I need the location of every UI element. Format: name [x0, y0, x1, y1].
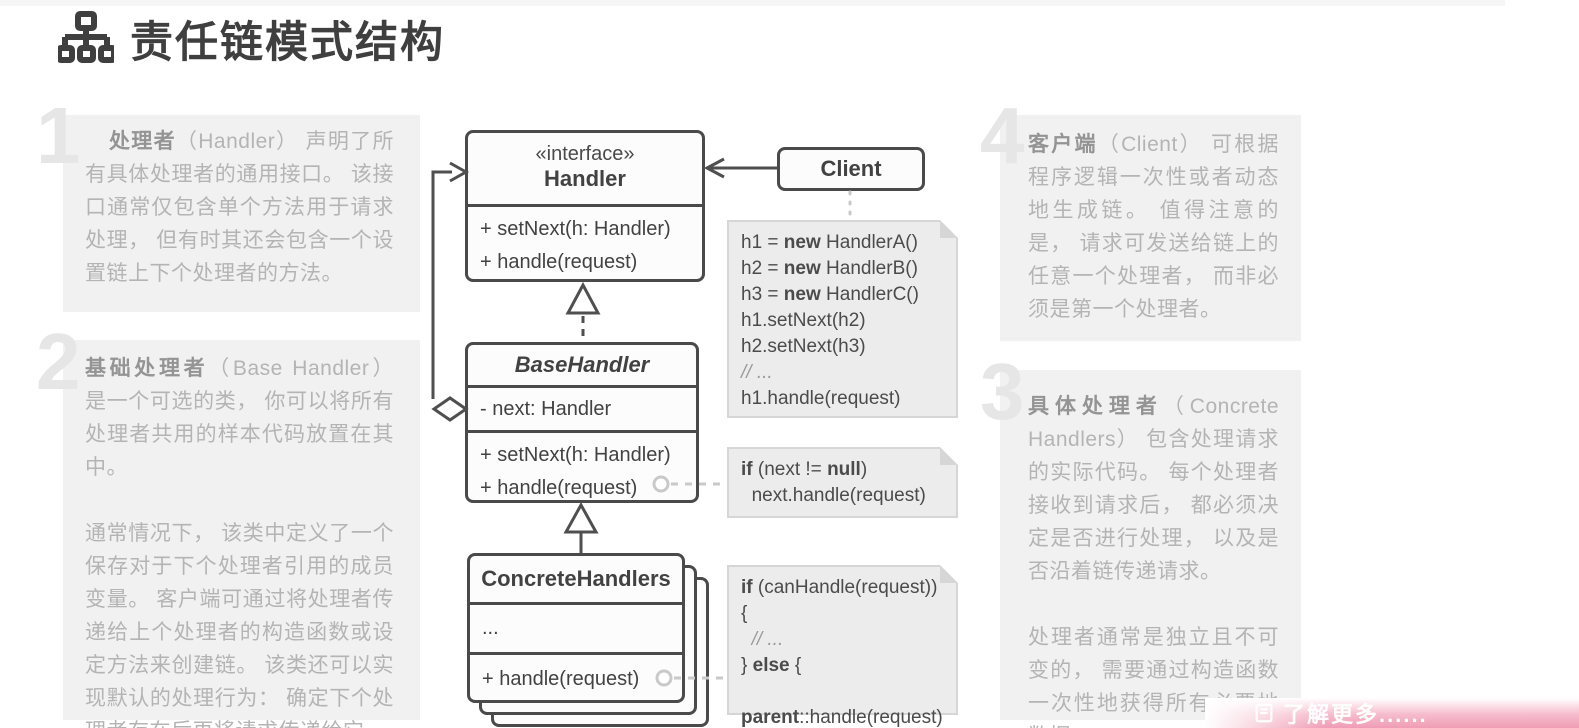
note-client-code: h1 = new HandlerA()h2 = new HandlerB()h3… — [727, 220, 958, 418]
method-handle: + handle(request) — [480, 251, 638, 273]
client-to-handler-arrow — [703, 157, 777, 179]
panel-client-description: 客户端（Client） 可根据程序逻辑一次性或者动态地生成链。 值得注意的是， … — [1000, 115, 1301, 341]
panel-concrete-handlers-description: 具体处理者（Concrete Handlers） 包含处理请求的实际代码。 每个… — [1000, 370, 1301, 728]
class-box-client: Client — [777, 147, 925, 191]
top-strip — [0, 0, 1505, 6]
learn-more-banner[interactable]: 了解更多...... — [1205, 698, 1579, 728]
method-setnext: + setNext(h: Handler) — [480, 444, 671, 466]
field-ellipsis: ... — [470, 605, 682, 655]
step-number-4: 4 — [980, 91, 1025, 180]
sitemap-icon — [58, 11, 114, 63]
aggregation-diamond — [431, 396, 469, 422]
panel-base-handler-description: 基础处理者（Base Handler） 是一个可选的类， 你可以将所有处理者共用… — [63, 340, 420, 728]
method-handle: + handle(request) — [482, 668, 640, 690]
realization-link — [565, 281, 601, 342]
panel-body: （Handler） 声明了所有具体处理者的通用接口。 该接口通常仅包含单个方法用… — [85, 130, 394, 285]
stereotype-label: «interface» — [535, 143, 635, 165]
class-title: «interface» Handler — [468, 133, 702, 207]
step-number-2: 2 — [36, 317, 81, 406]
class-name: BaseHandler — [514, 352, 650, 377]
method-handle: + handle(request) — [480, 477, 638, 499]
learn-more-label: 了解更多...... — [1283, 702, 1428, 727]
inheritance-link — [563, 501, 599, 554]
class-box-base-handler: BaseHandler - next: Handler + setNext(h:… — [465, 342, 699, 503]
panel-body-2: 通常情况下， 该类中定义了一个保存对于下个处理者引用的成员变量。 客户端可通过将… — [85, 522, 394, 728]
panel-term: 具体处理者 — [1028, 395, 1163, 418]
method-setnext: + setNext(h: Handler) — [480, 218, 671, 240]
panel-body: （Client） 可根据程序逻辑一次性或者动态地生成链。 值得注意的是， 请求可… — [1028, 133, 1279, 321]
class-box-handler-interface: «interface» Handler + setNext(h: Handler… — [465, 130, 705, 282]
page-title: 责任链模式结构 — [130, 19, 445, 67]
panel-term: 客户端 — [1028, 133, 1098, 156]
class-box-concrete-handlers: ConcreteHandlers ... + handle(request) — [467, 553, 685, 703]
class-name: Handler — [544, 166, 626, 191]
note-base-handle-code: if (next != null) next.handle(request) — [727, 447, 958, 518]
title-row: 责任链模式结构 — [58, 8, 445, 70]
panel-term: 基础处理者 — [85, 357, 209, 380]
book-icon — [1255, 703, 1273, 723]
note-concrete-handle-code: if (canHandle(request)) { // ...} else {… — [727, 565, 958, 728]
class-name: Client — [820, 156, 882, 181]
class-name: ConcreteHandlers — [481, 566, 671, 591]
field-next: - next: Handler — [468, 388, 696, 433]
step-number-3: 3 — [980, 347, 1025, 436]
step-number-1: 1 — [36, 91, 81, 180]
next-aggregation-arrow — [431, 161, 470, 422]
panel-term: 处理者 — [109, 130, 176, 153]
panel-body: （Base Handler） 是一个可选的类， 你可以将所有处理者共用的样本代码… — [85, 357, 394, 479]
panel-body: （Concrete Handlers） 包含处理请求的实际代码。 每个处理者接收… — [1028, 395, 1280, 583]
panel-handler-description: 处理者（Handler） 声明了所有具体处理者的通用接口。 该接口通常仅包含单个… — [63, 115, 420, 312]
hollow-triangle — [565, 281, 601, 315]
